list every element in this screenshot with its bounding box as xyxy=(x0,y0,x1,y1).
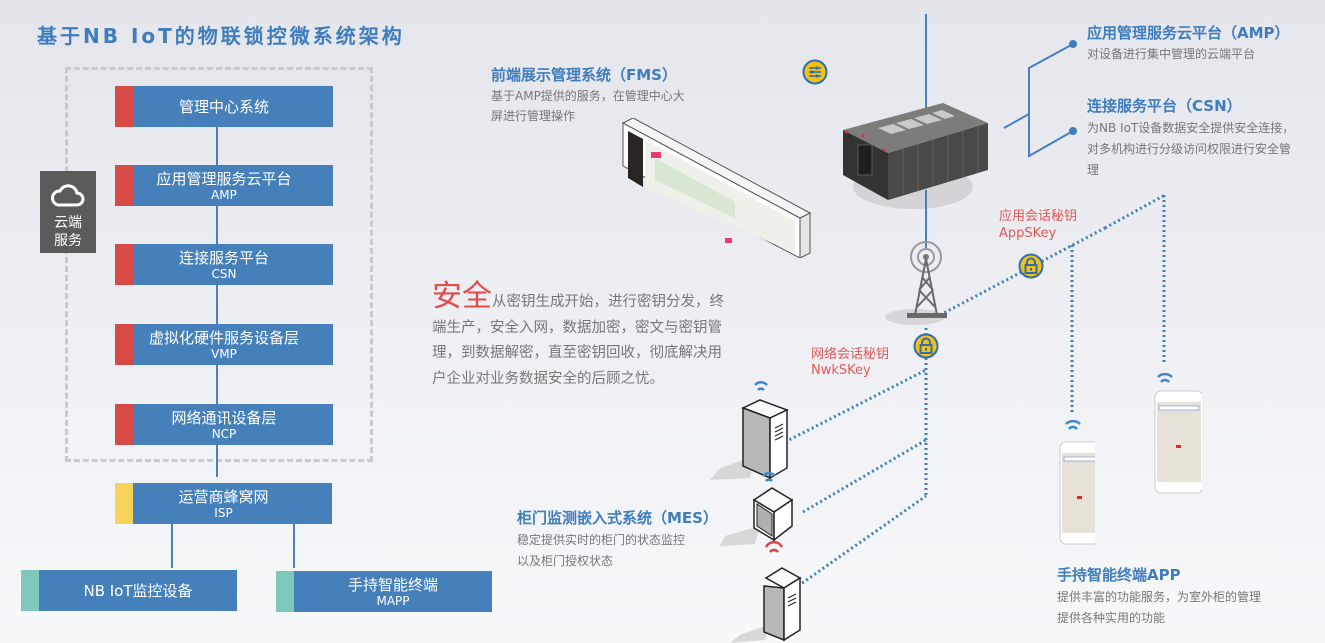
nwk-key-label-cn: 网络会话秘钥 xyxy=(811,347,890,362)
csn-heading: 连接服务平台（CSN） xyxy=(1087,97,1242,115)
layer-code: ISP xyxy=(214,505,233,520)
leaf-handheld-terminal[interactable]: 手持智能终端 MAPP xyxy=(276,571,492,612)
layer-management-center[interactable]: 管理中心系统 xyxy=(115,86,333,127)
layer-tag xyxy=(21,570,39,611)
mes-heading: 柜门监测嵌入式系统（MES） xyxy=(517,509,718,527)
app-heading: 手持智能终端APP xyxy=(1057,566,1181,584)
cloud-icon xyxy=(51,184,85,207)
layer-tag xyxy=(115,483,133,524)
layer-connector-line xyxy=(216,127,218,477)
layer-code: MAPP xyxy=(376,593,410,608)
cabinet-tall-2 xyxy=(730,540,802,643)
cabinet-3-link xyxy=(797,494,927,588)
sliders-icon[interactable] xyxy=(802,59,828,85)
data-center-server xyxy=(843,103,988,209)
leaf-connector-left xyxy=(171,524,173,568)
cabinet-tall-1 xyxy=(710,381,789,480)
layer-vmp[interactable]: 虚拟化硬件服务设备层 VMP xyxy=(115,324,333,365)
cloud-services-group xyxy=(65,67,373,462)
amp-dot xyxy=(1069,40,1077,48)
cabinet-2-link xyxy=(802,438,927,514)
lock-icon xyxy=(1018,253,1044,279)
layer-code: CSN xyxy=(211,266,237,281)
app-desc-1: 提供丰富的功能服务，为室外柜的管理 xyxy=(1057,590,1262,604)
csn-bracket xyxy=(1028,114,1074,158)
management-display-screen xyxy=(621,118,812,258)
layer-amp[interactable]: 应用管理服务云平台 AMP xyxy=(115,165,333,206)
layer-tag xyxy=(115,244,133,285)
layer-name: 连接服务平台 xyxy=(178,248,269,267)
app-desc-2: 提供各种实用的功能 xyxy=(1057,611,1166,625)
layer-tag xyxy=(115,324,133,365)
layer-name: 管理中心系统 xyxy=(178,97,269,116)
csn-desc-2: 对多机构进行分级访问权限进行安全管 xyxy=(1087,142,1292,156)
fms-desc-2: 屏进行管理操作 xyxy=(491,109,576,123)
layer-tag xyxy=(115,86,133,127)
app-key-label-en: AppSKey xyxy=(999,226,1057,241)
app-key-label-cn: 应用会话秘钥 xyxy=(999,209,1078,224)
smartphone-1 xyxy=(1059,420,1095,545)
csn-desc-3: 理 xyxy=(1087,163,1100,177)
amp-bracket xyxy=(1003,43,1074,129)
mes-desc-2: 以及柜门授权状态 xyxy=(517,554,614,568)
layer-name: NB IoT监控设备 xyxy=(83,581,193,600)
layer-name: 运营商蜂窝网 xyxy=(178,487,269,506)
csn-dot xyxy=(1069,127,1077,135)
leaf-connector-right xyxy=(293,524,295,568)
layer-ncp[interactable]: 网络通讯设备层 NCP xyxy=(115,404,333,445)
page-title: 基于NB IoT的物联锁控微系统架构 xyxy=(37,24,405,48)
app-key-link xyxy=(939,226,1106,317)
amp-heading: 应用管理服务云平台（AMP） xyxy=(1087,24,1290,42)
cell-tower-icon xyxy=(885,241,947,325)
csn-desc-1: 为NB IoT设备数据安全提供安全连接， xyxy=(1087,121,1295,135)
smartphone-2 xyxy=(1154,372,1202,494)
mes-desc-1: 稳定提供实时的柜门的状态监控 xyxy=(517,533,686,547)
layer-code: AMP xyxy=(211,187,237,202)
cloud-service-badge: 云端 服务 xyxy=(40,171,96,253)
amp-desc: 对设备进行集中管理的云端平台 xyxy=(1087,47,1256,61)
layer-code: NCP xyxy=(211,426,237,441)
cloud-badge-label-1: 云端 xyxy=(54,215,82,231)
layer-name: 网络通讯设备层 xyxy=(171,408,277,427)
fms-desc-1: 基于AMP提供的服务，在管理中心大 xyxy=(491,89,685,103)
security-body: 从密钥生成开始，进行密钥分发，终端生产，安全入网，数据加密，密文与密钥管理，到数… xyxy=(432,294,724,387)
layer-name: 手持智能终端 xyxy=(347,575,438,594)
cabinet-1-link xyxy=(784,368,927,444)
cloud-badge-label-2: 服务 xyxy=(54,233,82,249)
fms-heading: 前端展示管理系统（FMS） xyxy=(491,66,677,84)
layer-tag xyxy=(115,165,133,206)
security-description: 安全从密钥生成开始，进行密钥分发，终端生产，安全入网，数据加密，密文与密钥管理，… xyxy=(432,282,727,392)
layer-tag xyxy=(115,404,133,445)
layer-tag xyxy=(276,571,294,612)
layer-isp[interactable]: 运营商蜂窝网 ISP xyxy=(115,483,332,524)
lock-icon xyxy=(913,333,939,359)
layer-name: 虚拟化硬件服务设备层 xyxy=(148,328,299,347)
layer-csn[interactable]: 连接服务平台 CSN xyxy=(115,244,333,285)
nwk-key-label-en: NwkSKey xyxy=(811,363,871,378)
cabinet-door xyxy=(720,472,794,546)
security-highlight: 安全 xyxy=(432,279,492,314)
layer-code: VMP xyxy=(211,346,237,361)
leaf-nb-iot-device[interactable]: NB IoT监控设备 xyxy=(21,570,237,611)
layer-name: 应用管理服务云平台 xyxy=(156,169,292,188)
